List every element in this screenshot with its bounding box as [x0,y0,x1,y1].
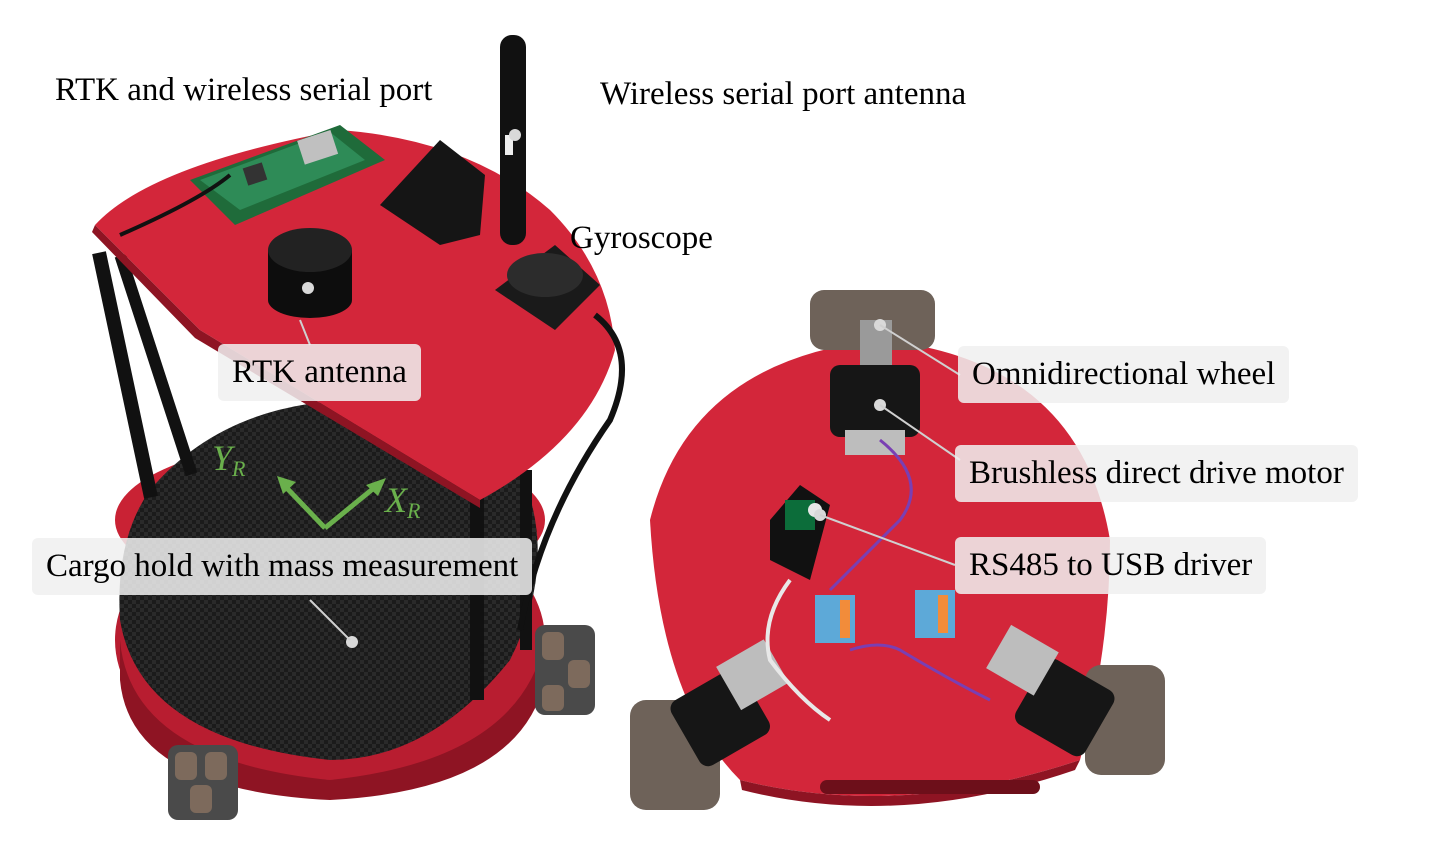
label-rs485: RS485 to USB driver [955,537,1267,594]
axis-y-sub: R [232,456,246,481]
gyroscope-module [495,245,600,330]
bottom-right-motor-assembly [986,624,1165,775]
label-bldc-motor: Brushless direct drive motor [955,445,1358,502]
antenna-bracket [380,140,485,245]
top-deck [95,130,615,500]
axis-x-sub: R [407,498,421,523]
label-gyroscope: Gyroscope [570,220,713,256]
label-rtk-antenna: RTK antenna [218,344,421,401]
rs485-driver-board [770,485,830,580]
top-motor-assembly [810,290,935,455]
label-cargo-hold: Cargo hold with mass measurement [32,538,533,595]
robot-frame-axes [277,476,386,530]
bottom-left-motor-assembly [630,639,789,810]
left-omni-wheel-right [535,625,595,715]
rtk-board [190,125,385,225]
axis-x-main: X [385,480,407,520]
axis-label-y: YR [212,440,245,480]
left-omni-wheel-front [168,745,238,820]
axis-label-x: XR [385,482,420,522]
axis-y-main: Y [212,438,233,478]
label-rtk-serial: RTK and wireless serial port [55,72,433,108]
terminal-block-right [915,590,955,638]
label-omni-wheel: Omnidirectional wheel [958,346,1290,403]
rtk-antenna-puck [268,228,352,318]
left-robot [92,35,625,820]
label-wireless-antenna: Wireless serial port antenna [600,76,967,112]
